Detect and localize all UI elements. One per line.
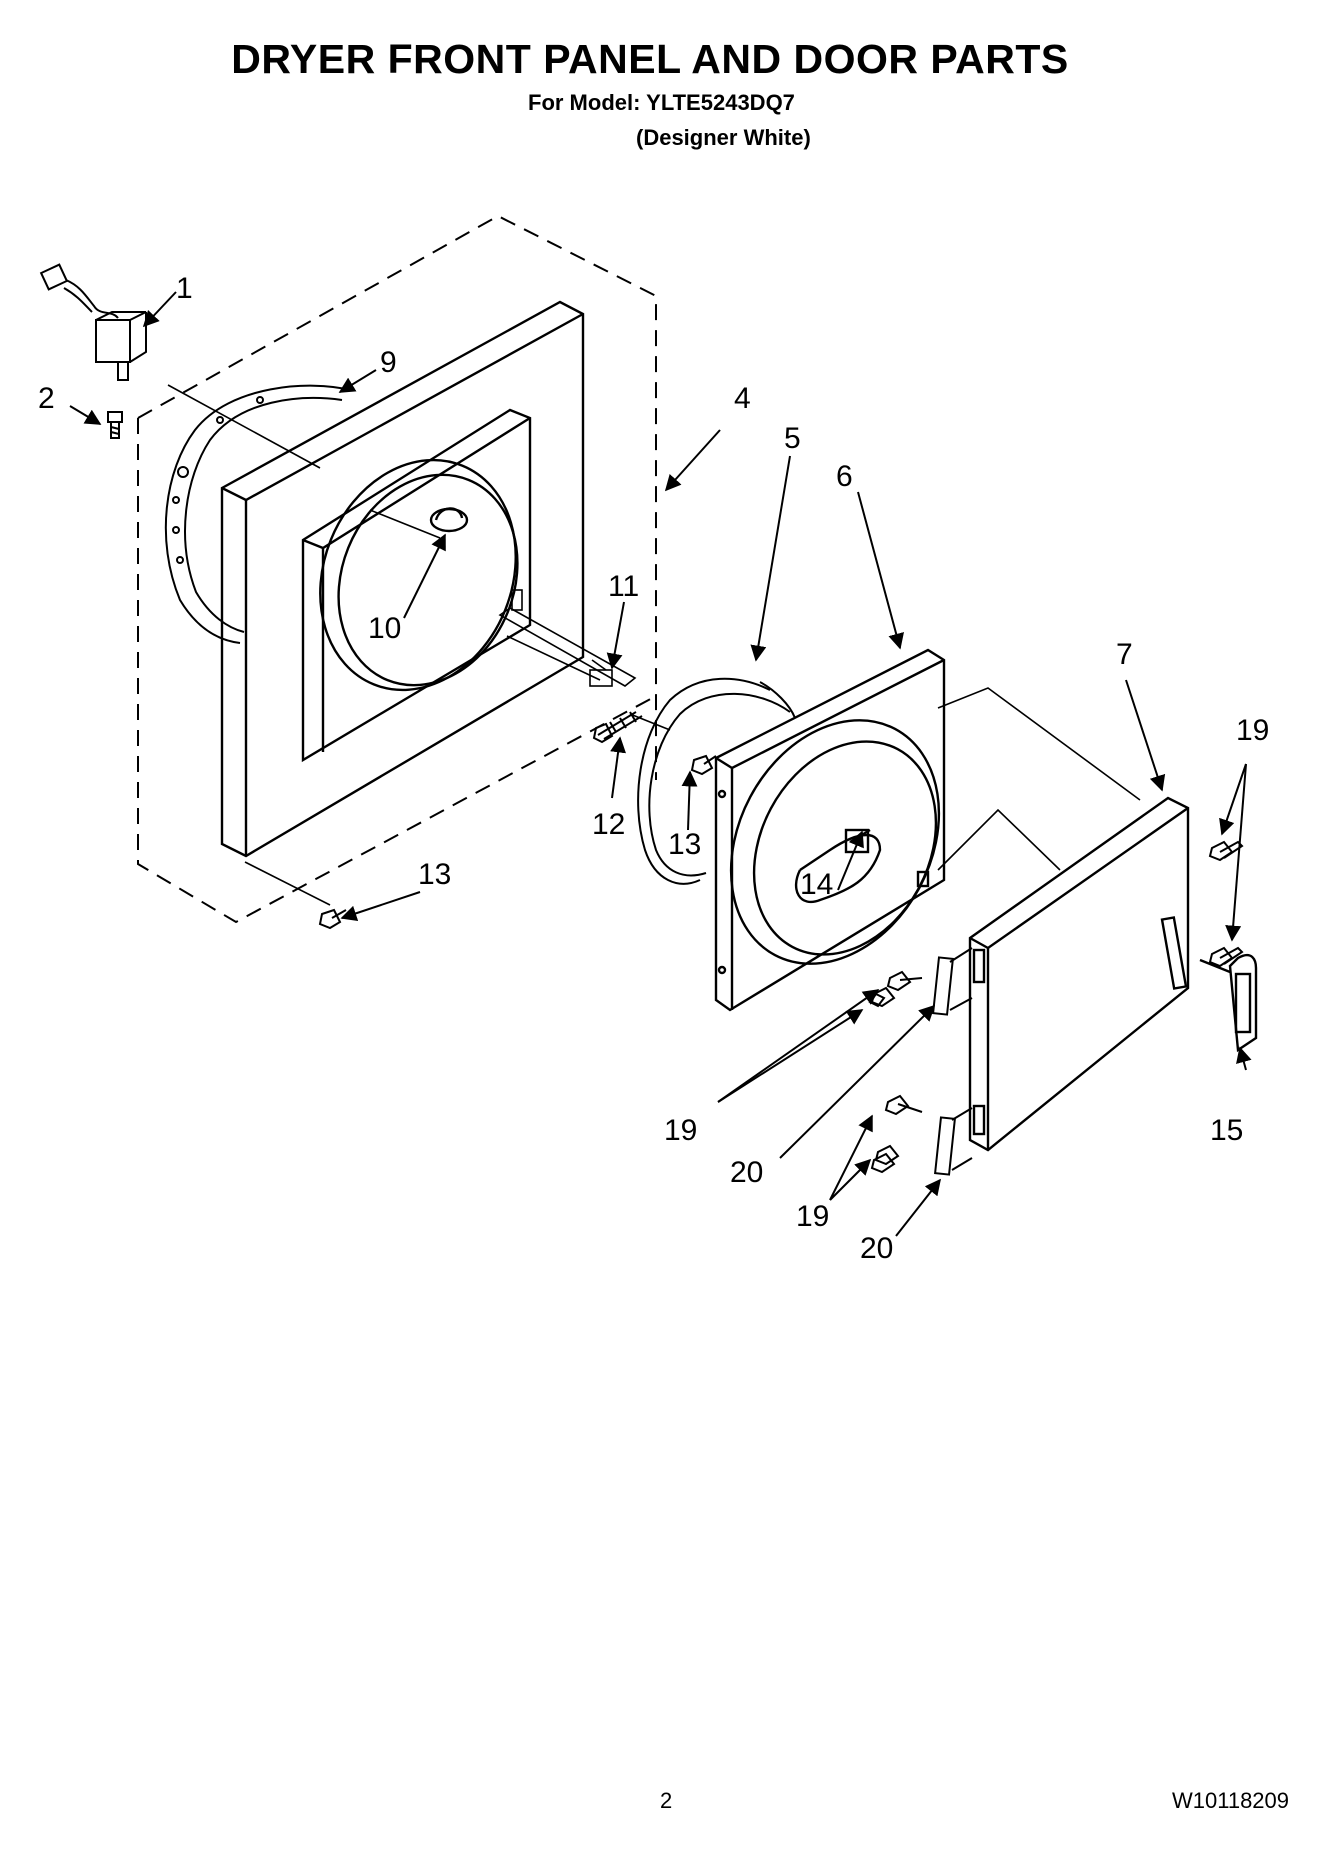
door-guide-lines [937,687,1141,871]
callout-7: 7 [1116,638,1133,671]
callout-13-panel: 13 [418,858,451,891]
callout-20-upper: 20 [730,1156,763,1189]
door-gasket [637,677,796,885]
callout-20-lower: 20 [860,1232,893,1265]
document-number: W10118209 [1172,1788,1290,1813]
panel-bracket [498,589,637,687]
callout-6: 6 [836,460,853,493]
hinge-screws [868,970,923,1174]
callout-numbers: 1 2 9 4 5 6 7 10 11 12 13 13 14 19 15 19… [38,272,1269,1265]
callout-2: 2 [38,382,55,415]
door-switch [39,263,147,381]
upper-hinge [932,947,973,1016]
callout-19-lower-hinge: 19 [796,1200,829,1233]
handle-screws [1208,840,1244,968]
inner-door-screw [690,754,717,776]
callout-10: 10 [368,612,401,645]
page-title: DRYER FRONT PANEL AND DOOR PARTS [231,36,1069,82]
callout-leaders [69,291,1252,1237]
cabinet-dashed-outline [137,214,657,924]
callout-19-right: 19 [1236,714,1269,747]
callout-11: 11 [608,570,639,603]
callout-1: 1 [176,272,193,305]
panel-screw [592,711,643,744]
callout-5: 5 [784,422,801,455]
door-handle [1199,953,1258,1053]
switch-screw [107,411,123,439]
front-panel [220,300,585,858]
callout-12: 12 [592,808,625,841]
alignment-lines [167,384,671,906]
callout-15: 15 [1210,1114,1243,1147]
page-number: 2 [660,1788,673,1813]
callout-13-inner: 13 [668,828,701,861]
drum-seal-ring [164,384,351,644]
callout-4: 4 [734,382,751,415]
panel-bottom-screw [318,908,347,930]
inner-door-panel [714,648,946,1012]
callout-9: 9 [380,346,397,379]
lower-hinge [934,1107,973,1176]
model-color: (Designer White) [636,125,811,150]
outer-door [968,796,1190,1152]
callout-14: 14 [800,868,833,901]
model-number: For Model: YLTE5243DQ7 [528,90,795,115]
callout-19-upper-hinge: 19 [664,1114,697,1147]
